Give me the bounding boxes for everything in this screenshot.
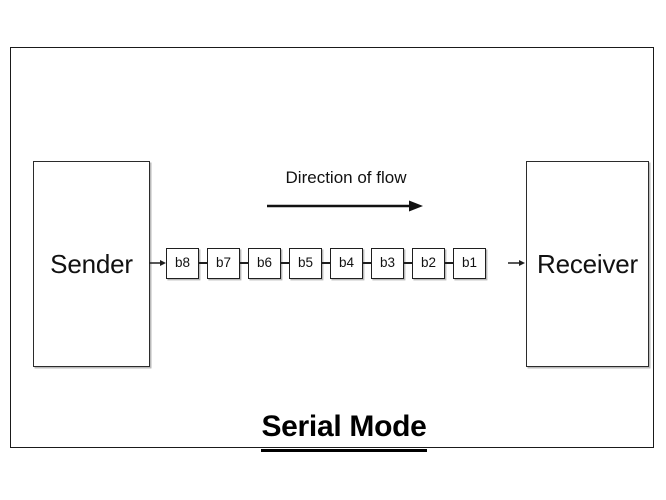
- diagram-title-text: Serial Mode: [261, 412, 427, 452]
- bit-box: b7: [207, 247, 240, 279]
- bit-connector: [404, 262, 412, 264]
- direction-of-flow-label: Direction of flow: [285, 168, 407, 187]
- bit-box: b1: [453, 247, 486, 279]
- bit-box: b3: [371, 247, 404, 279]
- bit-box: b4: [330, 247, 363, 279]
- bit-connector: [363, 262, 371, 264]
- sender-label: Sender: [50, 249, 133, 279]
- bit-box: b6: [248, 247, 281, 279]
- bit-box: b8: [166, 247, 199, 279]
- bit-label: b8: [174, 255, 191, 271]
- bit-label: b5: [297, 255, 314, 271]
- receiver-label: Receiver: [537, 249, 638, 279]
- direction-of-flow-arrow-icon: [267, 198, 423, 214]
- receiver-box: Receiver: [526, 161, 649, 367]
- bit-connector: [281, 262, 289, 264]
- sender-to-bits-arrow-icon: [149, 255, 166, 271]
- bit-label: b1: [461, 255, 478, 271]
- bit-connector: [199, 262, 207, 264]
- bit-label: b2: [420, 255, 437, 271]
- diagram-frame: Sender b8 b7 b6 b5: [10, 47, 654, 452]
- bits-to-receiver-arrow-icon: [508, 255, 525, 271]
- bit-connector: [240, 262, 248, 264]
- bit-box: b2: [412, 247, 445, 279]
- bit-label: b7: [215, 255, 232, 271]
- diagram-title: Serial Mode: [11, 412, 666, 452]
- bit-label: b4: [338, 255, 355, 271]
- bit-chain: b8 b7 b6 b5 b4 b3 b2: [166, 247, 486, 279]
- bit-label: b3: [379, 255, 396, 271]
- bit-label: b6: [256, 255, 273, 271]
- bit-connector: [322, 262, 330, 264]
- sender-box: Sender: [33, 161, 150, 367]
- bit-connector: [445, 262, 453, 264]
- bit-box: b5: [289, 247, 322, 279]
